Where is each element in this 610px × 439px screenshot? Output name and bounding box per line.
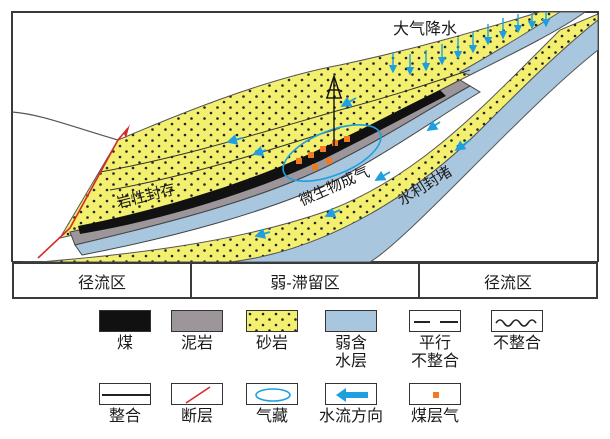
rain-label: 大气降水 <box>393 19 457 38</box>
legend-coalbed-gas: 煤层气 <box>400 383 470 425</box>
ground-surface <box>11 111 119 141</box>
legend-water-flow: 水流方向 <box>316 383 386 425</box>
coal-seam <box>78 90 446 234</box>
conformity-symbol <box>99 383 151 405</box>
legend-sandstone: 砂岩 <box>237 310 307 352</box>
legend-parallel-unconformity: 平行 不整合 <box>400 310 470 370</box>
legend-label: 砂岩 <box>255 333 288 352</box>
fault-symbol <box>171 383 223 405</box>
legend-weak-aquifer: 弱含 水层 <box>316 310 386 370</box>
legend-label: 不整合 <box>492 333 541 352</box>
middle-aquifer-layer <box>74 85 481 256</box>
water-flow-arrow-icon <box>325 383 377 405</box>
legend-label: 泥岩 <box>180 333 213 352</box>
rainfall-arrows <box>388 12 551 76</box>
drilling-rig <box>326 75 342 150</box>
mudstone-swatch <box>171 310 223 332</box>
coalbed-gas-markers <box>296 136 350 170</box>
coalbed-gas-symbol <box>409 383 461 405</box>
zone-runoff-right: 径流区 <box>483 272 532 292</box>
geological-cross-section: 大气降水 岩性封存 微生物成气 水利封堵 <box>11 11 599 262</box>
zone-runoff-left: 径流区 <box>77 272 126 292</box>
legend-conformity: 整合 <box>90 383 160 425</box>
fault-arrow <box>124 124 130 138</box>
zone-weak-stagnant: 弱-滞留区 <box>270 272 340 292</box>
legend-label: 整合 <box>108 406 141 425</box>
bedding-line <box>109 127 341 191</box>
legend-unconformity: 不整合 <box>482 310 552 352</box>
legend-fault: 断层 <box>162 383 232 425</box>
zone-bar: 径流区 弱-滞留区 径流区 <box>12 262 598 299</box>
legend-label: 气藏 <box>255 406 288 425</box>
gas-reservoir-ellipse <box>282 123 382 183</box>
gas-reservoir-symbol <box>246 383 298 405</box>
lower-sandstone-layer <box>39 13 599 262</box>
legend-coal: 煤 <box>90 310 160 352</box>
fault-line <box>37 127 129 259</box>
zone-divider <box>190 264 192 297</box>
zone-divider <box>418 264 420 297</box>
legend-label: 断层 <box>180 406 213 425</box>
legend-label: 煤 <box>116 333 133 352</box>
parallel-unconformity-symbol <box>409 310 461 332</box>
aquifer-swatch <box>325 310 377 332</box>
legend-label: 水流方向 <box>318 406 383 425</box>
sandstone-swatch <box>246 310 298 332</box>
bedding-line <box>99 69 471 173</box>
legend-gas-reservoir: 气藏 <box>237 383 307 425</box>
water-flow-arrows <box>226 96 471 239</box>
legend-label: 弱含 水层 <box>334 333 367 370</box>
legend-label: 煤层气 <box>410 406 459 425</box>
legend-mudstone: 泥岩 <box>162 310 232 352</box>
unconformity-symbol <box>491 310 543 332</box>
legend-label: 平行 不整合 <box>410 333 459 370</box>
coal-swatch <box>99 310 151 332</box>
